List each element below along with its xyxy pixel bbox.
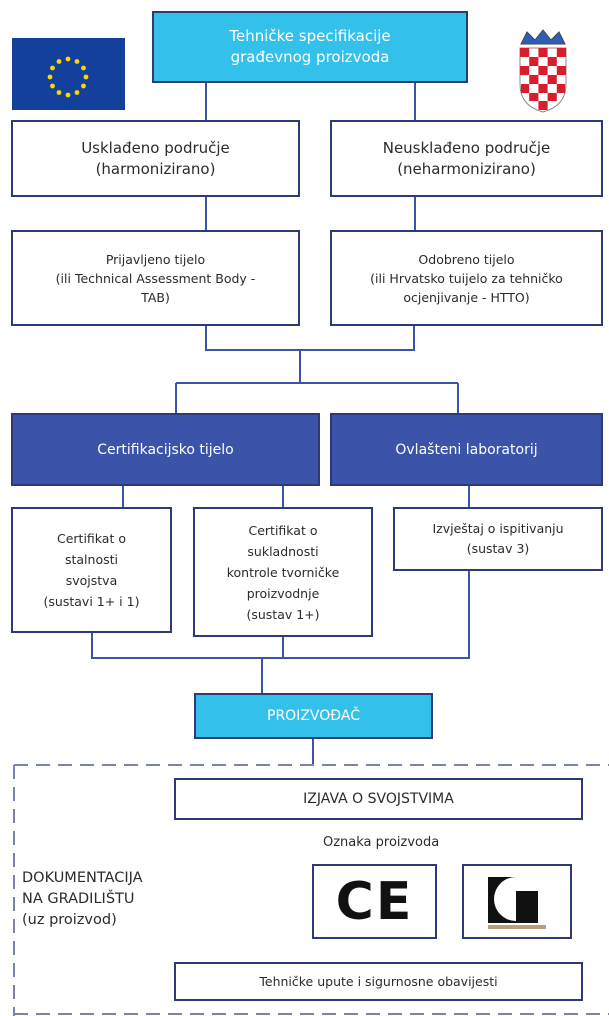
croatian-product-mark-box <box>462 864 572 939</box>
ce-mark-box: CE <box>312 864 437 939</box>
non-harmonized-area-title: Neusklađeno područje (neharmonizirano) <box>382 138 551 178</box>
certificate-conformity-text: Certifikat o sukladnosti kontrole tvorni… <box>226 522 340 622</box>
notified-body-text: Prijavljeno tijelo (ili Technical Assess… <box>55 251 256 305</box>
certificate-constancy-box: Certifikat o stalnosti svojstva (sustavi… <box>11 507 172 633</box>
manufacturer-text: PROIZVOĐAČ <box>267 708 360 724</box>
technical-instructions-text: Tehničke upute i sigurnosne obavijesti <box>259 974 498 989</box>
croatian-product-mark-icon <box>488 876 546 929</box>
eu-stars <box>47 56 89 98</box>
ce-mark-icon: CE <box>335 871 414 932</box>
technical-specifications-box: Tehničke specifikacije građevnog proizvo… <box>152 11 468 83</box>
technical-instructions-box: Tehničke upute i sigurnosne obavijesti <box>174 962 583 1001</box>
product-mark-label: Oznaka proizvoda <box>323 835 440 850</box>
harmonized-area-title: Usklađeno područje (harmonizirano) <box>81 138 230 178</box>
approved-body-text: Odobreno tijelo (ili Hrvatsko tuijelo za… <box>370 251 563 305</box>
certification-body-text: Certifikacijsko tijelo <box>97 441 234 458</box>
certificate-constancy-text: Certifikat o stalnosti svojstva (sustavi… <box>43 531 140 609</box>
technical-specifications-title: Tehničke specifikacije građevnog proizvo… <box>229 27 391 66</box>
declaration-of-performance-box: IZJAVA O SVOJSTVIMA <box>174 778 583 820</box>
non-harmonized-area-box: Neusklađeno područje (neharmonizirano) <box>330 120 603 197</box>
certificate-conformity-box: Certifikat o sukladnosti kontrole tvorni… <box>193 507 373 637</box>
manufacturer-box: PROIZVOĐAČ <box>194 693 433 739</box>
approved-body-box: Odobreno tijelo (ili Hrvatsko tuijelo za… <box>330 230 603 326</box>
croatian-coat-of-arms-icon <box>517 28 569 114</box>
declaration-of-performance-text: IZJAVA O SVOJSTVIMA <box>303 791 454 807</box>
eu-flag-icon <box>12 38 125 110</box>
harmonized-area-box: Usklađeno područje (harmonizirano) <box>11 120 300 197</box>
test-report-box: Izvještaj o ispitivanju (sustav 3) <box>393 507 603 571</box>
certification-body-box: Certifikacijsko tijelo <box>11 413 320 486</box>
authorized-laboratory-text: Ovlašteni laboratorij <box>395 441 538 458</box>
test-report-text: Izvještaj o ispitivanju (sustav 3) <box>432 521 564 556</box>
notified-body-box: Prijavljeno tijelo (ili Technical Assess… <box>11 230 300 326</box>
documentation-label: DOKUMENTACIJA NA GRADILIŠTU (uz proizvod… <box>22 870 143 928</box>
authorized-laboratory-box: Ovlašteni laboratorij <box>330 413 603 486</box>
